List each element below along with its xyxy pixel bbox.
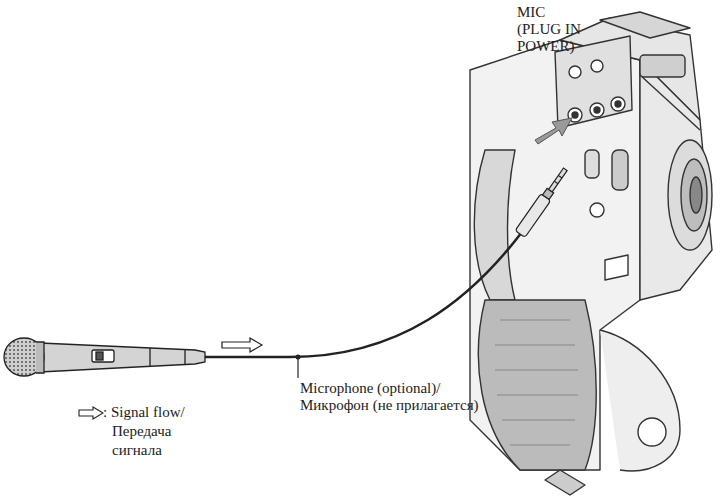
leader-dot xyxy=(296,355,301,360)
insert-arrow xyxy=(535,118,572,144)
jack-label: MIC (PLUG IN POWER) xyxy=(517,4,589,55)
camcorder xyxy=(470,12,712,495)
legend-sample xyxy=(78,406,104,420)
microphone xyxy=(4,338,205,376)
legend-text: : Signal flow/ Передача сигнала xyxy=(103,403,212,460)
signal-arrow xyxy=(222,338,262,352)
leader-line xyxy=(297,357,298,378)
part-label: Microphone (optional)/ Микрофон (не прил… xyxy=(300,380,500,414)
plug xyxy=(515,166,570,238)
legend-arrow xyxy=(79,407,103,419)
cable xyxy=(200,232,522,357)
